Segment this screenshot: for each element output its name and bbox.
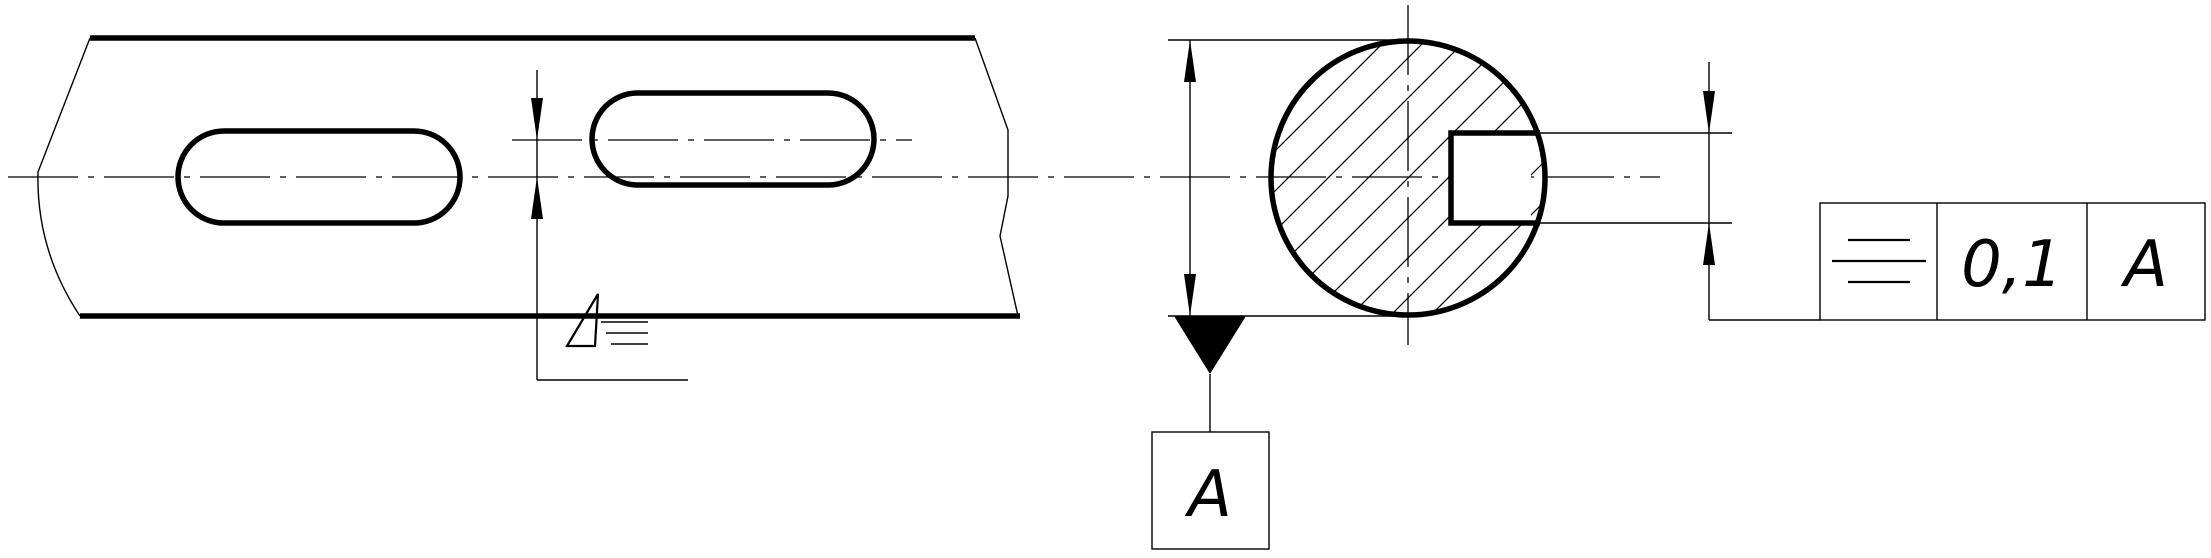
keyway-cutout-fill [1451,133,1531,223]
offset-arrow-bottom [531,177,543,219]
hatch-line [1427,41,1545,315]
right-break-line [974,37,1019,317]
datum-feature-symbol: A [1151,316,1270,550]
shaft-view-datum-mark [565,293,648,348]
keyway-arrow-bottom [1703,223,1715,265]
symmetry-symbol-icon [1832,238,1926,284]
shaft-side-view [8,35,1660,381]
diameter-arrow-top [1184,40,1196,82]
feature-control-frame: 0,1 A [1819,202,2206,321]
diameter-arrow-bottom [1184,274,1196,316]
hatch-line [1271,41,1429,315]
offset-arrow-top [531,98,543,140]
left-break-line [37,37,91,317]
section-view [1168,5,1820,345]
hatch-line [1507,41,1545,315]
hatch-line [1271,41,1309,315]
datum-box [1151,431,1270,550]
section-hatching [1271,41,1545,315]
keyway-arrow-top [1703,91,1715,133]
keyway-outline [1448,130,1540,226]
fcf-tolerance-value: 0,1 [1961,228,2063,302]
datum-triangle-mark [565,293,600,348]
fcf-outer [1819,202,2206,321]
datum-triangle [1174,316,1246,374]
fcf-datum-reference: A [2120,228,2168,302]
datum-box-label: A [1184,458,1232,532]
keyway-slot-right [589,90,877,188]
hatch-line [1271,41,1349,315]
hatch-line [1271,41,1545,315]
hatch-line [1271,41,1469,315]
hatch-line [1271,41,1389,315]
